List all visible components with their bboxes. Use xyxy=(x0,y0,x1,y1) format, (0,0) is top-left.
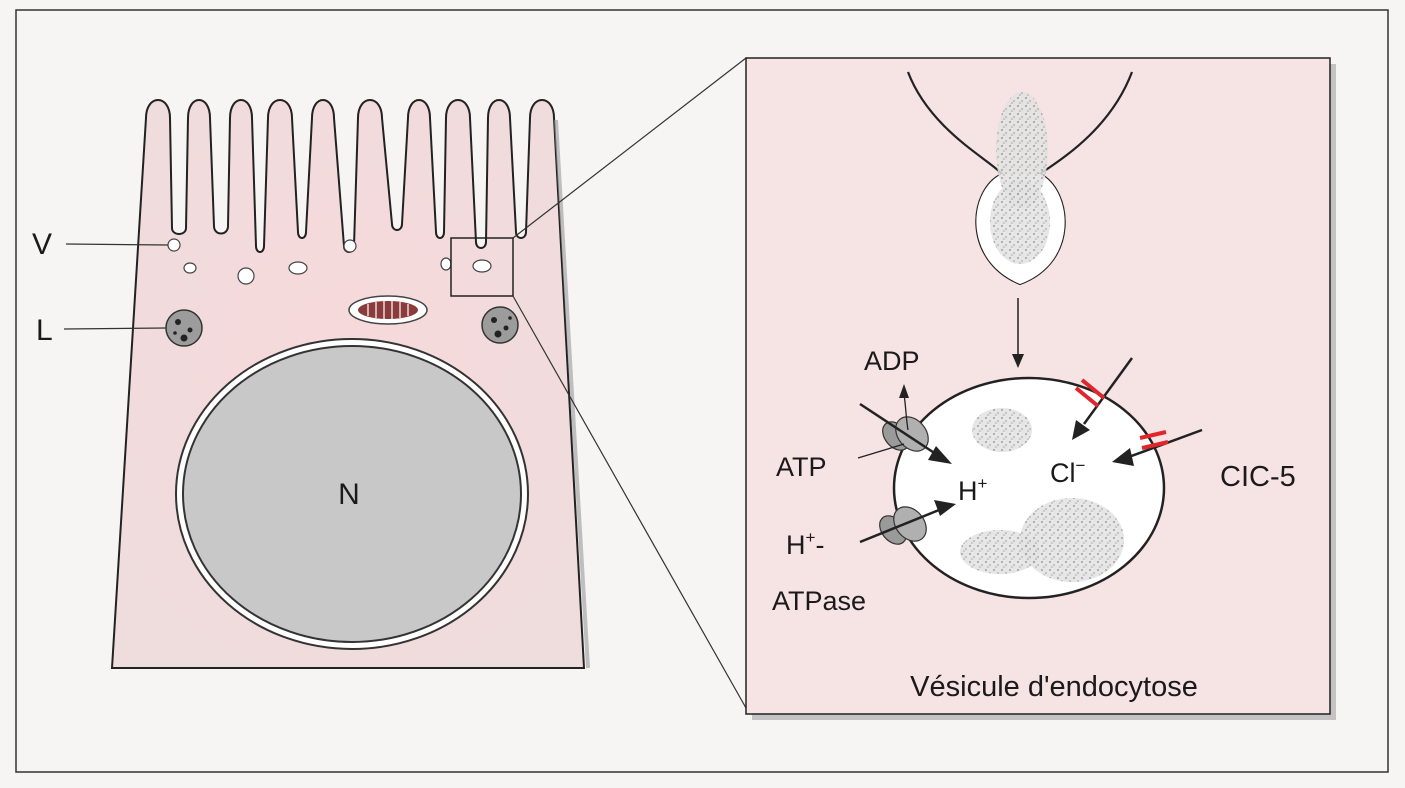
proton-charge: + xyxy=(978,474,988,493)
lysosome xyxy=(165,309,203,347)
chloride-channel-arrowhead xyxy=(1112,448,1134,466)
cargo-cluster xyxy=(960,530,1040,574)
atp-to-proton-arrow xyxy=(859,402,943,460)
pump-label-symbol: H xyxy=(786,530,806,560)
endocytosis-arrowhead xyxy=(1012,354,1024,368)
mitochondrion xyxy=(348,295,428,325)
nucleus xyxy=(175,338,529,650)
inset-caption: Vésicule d'endocytose xyxy=(910,671,1198,703)
vesicle xyxy=(288,261,308,275)
vesicle-marker-label: V xyxy=(32,228,52,261)
chloride-symbol: Cl xyxy=(1050,458,1076,488)
proton-pump-arrowhead xyxy=(934,500,956,516)
vesicle-pointer-line xyxy=(65,243,169,246)
vesicle xyxy=(167,238,181,252)
chloride-channel-arrowhead xyxy=(1072,420,1090,440)
adp-label: ADP xyxy=(864,346,920,376)
cargo-cluster xyxy=(990,180,1050,264)
zoom-connector xyxy=(512,295,747,709)
cargo-cluster xyxy=(996,92,1048,208)
atpase-pump-bottom xyxy=(879,506,927,545)
cargo-cluster xyxy=(972,408,1032,452)
pump-label-line2: ATPase xyxy=(772,586,866,616)
clc5-channel-marker xyxy=(1074,386,1100,408)
pump-label-line1: H+- xyxy=(786,528,824,560)
clc5-channel-marker xyxy=(1080,378,1106,400)
chloride-channel-arrow xyxy=(1082,357,1134,425)
vesicle xyxy=(237,267,255,285)
adp-output-arrowhead xyxy=(899,384,909,398)
channel-label: CIC-5 xyxy=(1220,461,1296,493)
inset-panel xyxy=(745,57,1336,720)
zoom-connector xyxy=(512,57,747,239)
atp-label: ATP xyxy=(776,452,827,482)
chloride-label: Cl− xyxy=(1050,456,1086,488)
vesicle xyxy=(472,259,492,273)
pump-label-dash: - xyxy=(815,530,824,560)
atp-to-proton-arrowhead xyxy=(928,446,952,464)
proton-label: H+ xyxy=(958,474,988,506)
vesicle xyxy=(440,257,452,271)
nucleus-label: N xyxy=(338,478,360,511)
lysosome-marker-label: L xyxy=(36,314,53,347)
clc5-channel-marker xyxy=(1139,430,1167,440)
zoom-box xyxy=(450,237,514,297)
cargo-cluster xyxy=(1020,498,1124,582)
proton-pump-arrow xyxy=(859,506,945,544)
pump-label-charge: + xyxy=(806,528,816,547)
chloride-charge: − xyxy=(1076,456,1086,475)
epithelial-cell: N xyxy=(110,99,590,669)
atp-input-line xyxy=(857,443,905,459)
clc5-channel-marker xyxy=(1141,440,1169,450)
vesicle xyxy=(183,262,197,274)
lysosome xyxy=(481,306,519,344)
vesicle xyxy=(343,239,357,253)
lysosome-pointer-line xyxy=(63,327,167,330)
proton-symbol: H xyxy=(958,476,978,506)
cell-shadow xyxy=(554,119,590,669)
